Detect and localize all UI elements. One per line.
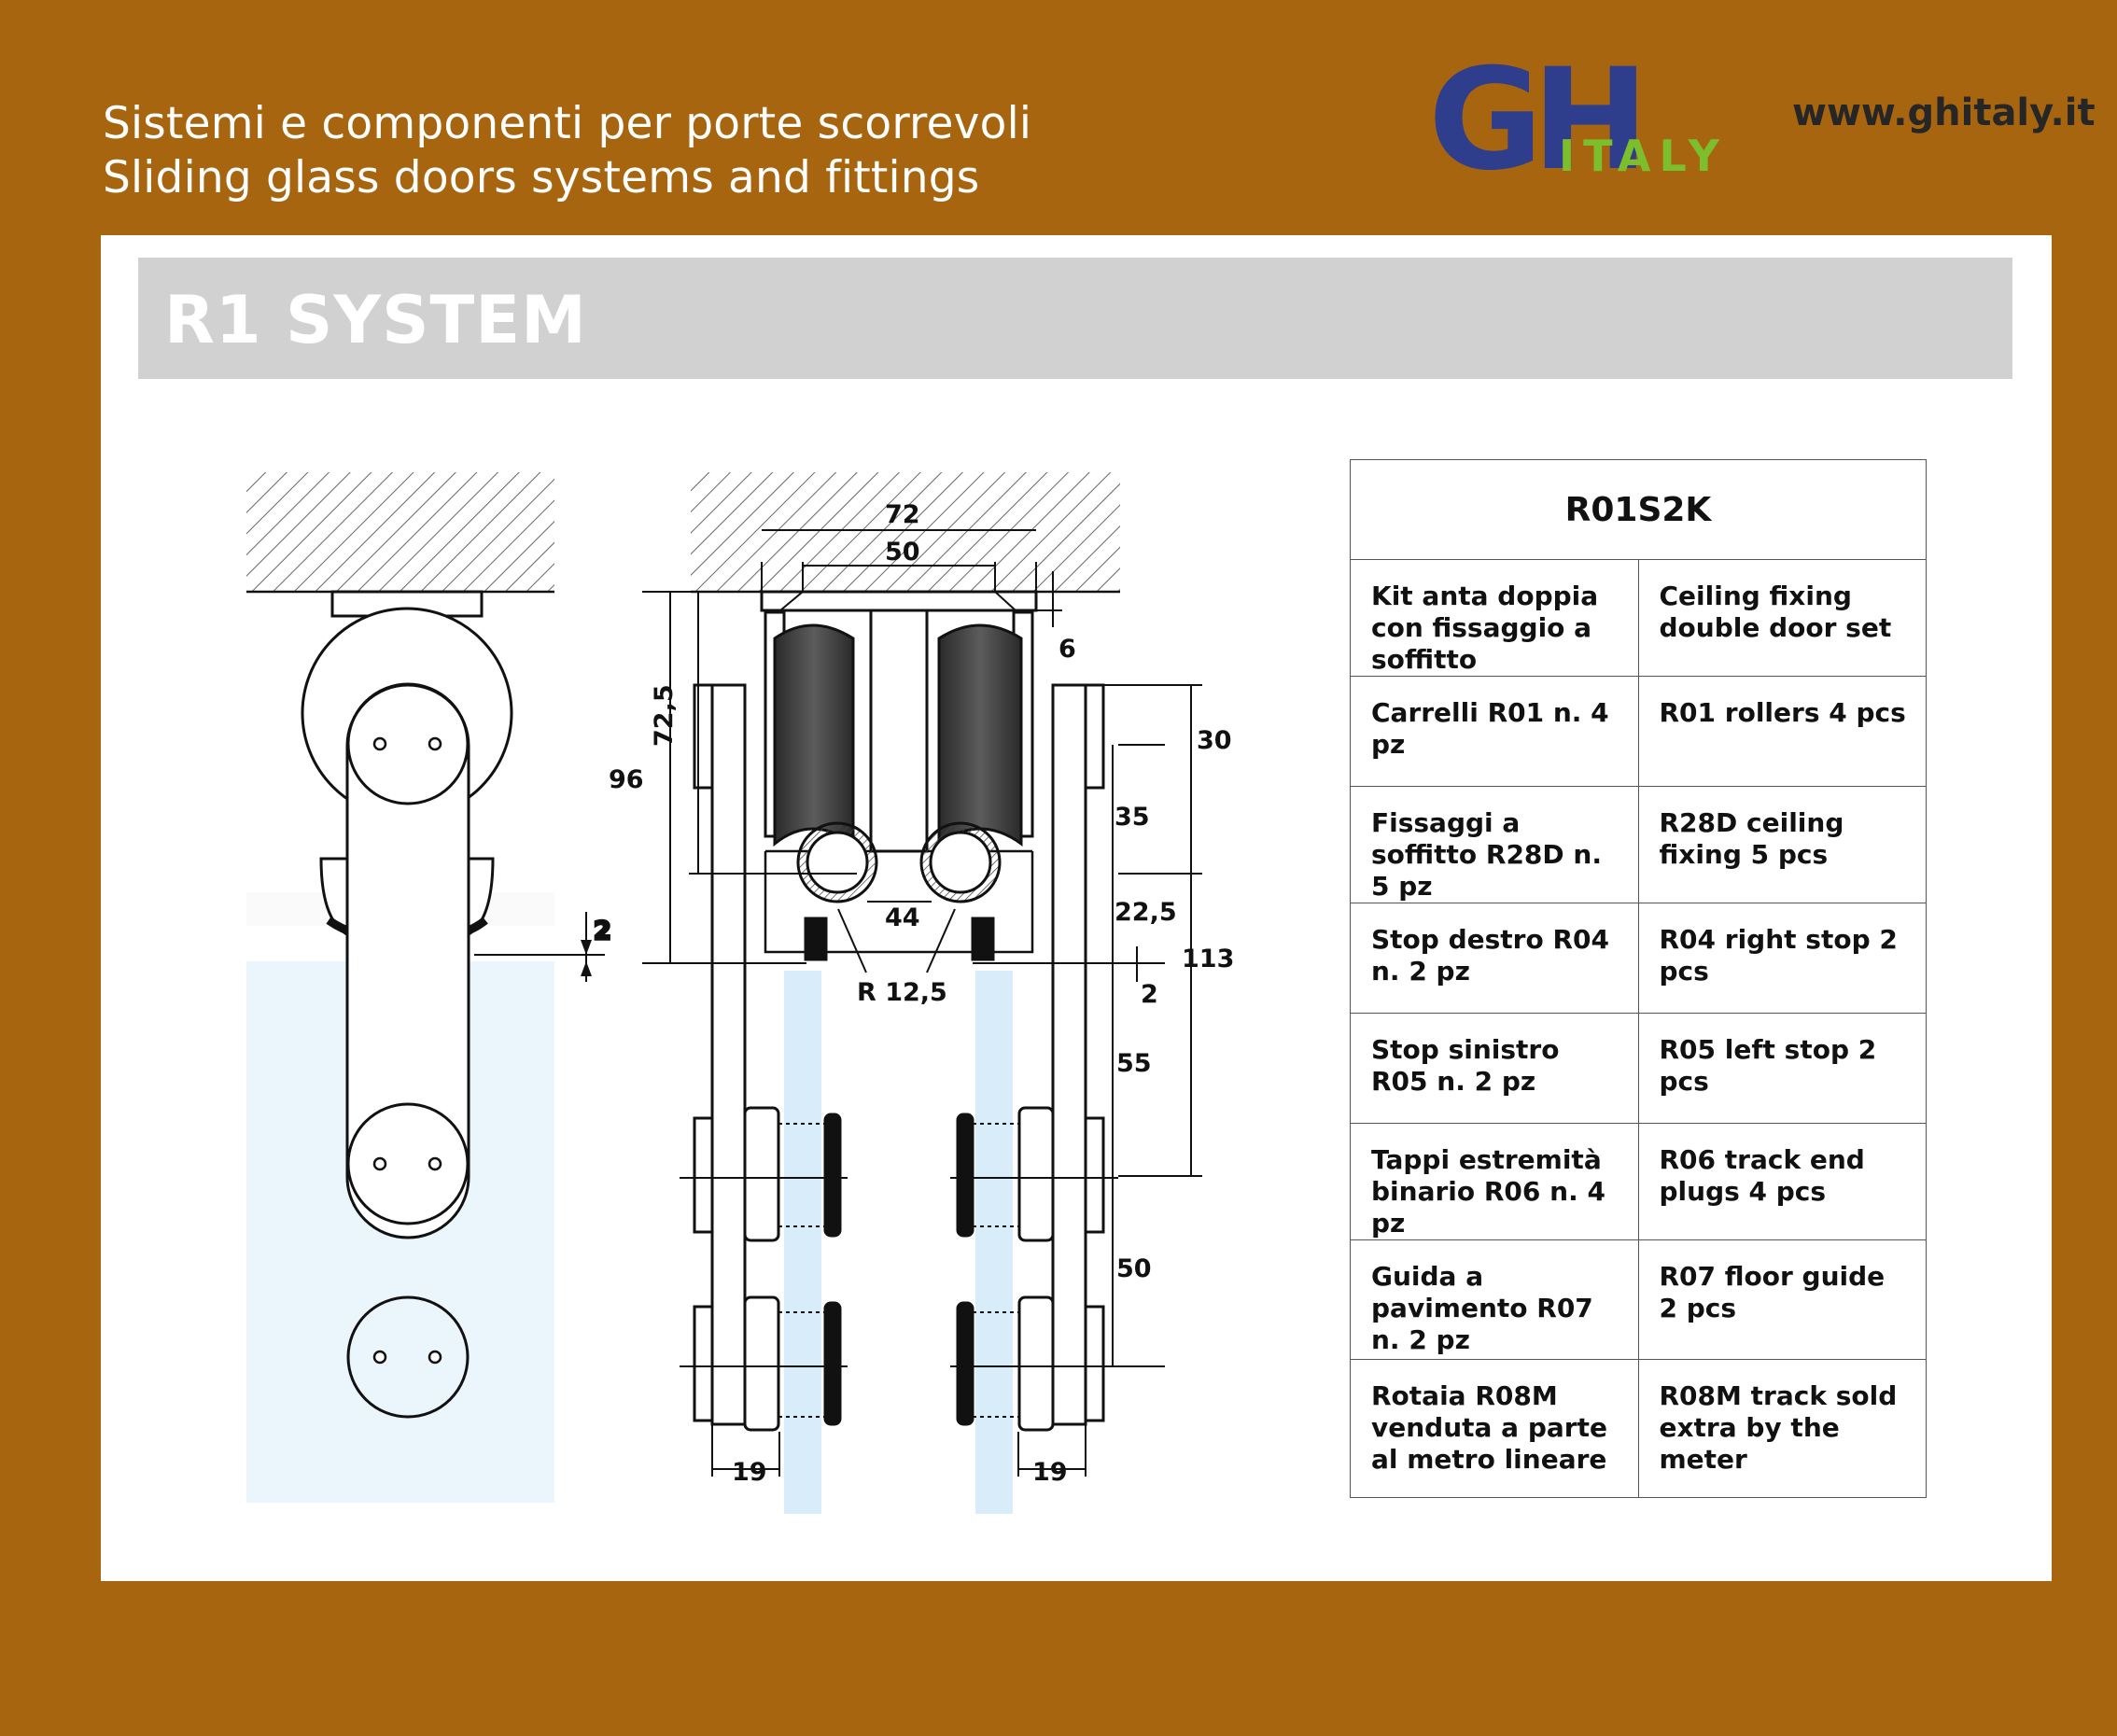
glass-clamp-right (971, 917, 995, 961)
item-english: R05 left stop 2 pcs (1637, 1013, 1927, 1124)
rail-right-inner (929, 831, 992, 894)
dim-50-lower: 50 (1116, 1254, 1152, 1283)
item-italian: Fissaggi a soffitto R28D n. 5 pz (1350, 786, 1639, 903)
item-english: R06 track end plugs 4 pcs (1637, 1123, 1927, 1240)
tagline-italian: Sistemi e componenti per porte scorrevol… (103, 98, 1032, 149)
dim-72: 72 (885, 500, 920, 529)
dim-35: 35 (1115, 803, 1150, 832)
table-row: Stop sinistro R05 n. 2 pz R05 left stop … (1350, 1013, 1927, 1124)
dim-2-left: 2 (594, 917, 611, 945)
dim-72-5: 72,5 (650, 684, 679, 747)
website-link[interactable]: www.ghitaly.it (1792, 91, 2096, 134)
glass-clamp-left (804, 917, 828, 961)
dim-50: 50 (885, 538, 920, 567)
kit-code: R01S2K (1350, 459, 1927, 560)
wheel-left (773, 623, 855, 847)
dim-96: 96 (609, 765, 644, 794)
item-english: R01 rollers 4 pcs (1637, 676, 1927, 787)
ceiling-plate-front (760, 590, 1038, 612)
dim-2-right: 2 (1141, 980, 1158, 1009)
item-italian: Stop sinistro R05 n. 2 pz (1350, 1013, 1639, 1124)
title-bar: R1 SYSTEM (138, 258, 2012, 379)
logo-subtext: ITALY (1559, 131, 1728, 181)
plate-lip-right (1084, 683, 1105, 790)
ghitaly-logo[interactable]: GH ITALY (1428, 51, 1774, 182)
item-italian: Tappi estremità binario R06 n. 4 pz (1350, 1123, 1639, 1240)
dim-19-right: 19 (1032, 1458, 1068, 1487)
page-title: R1 SYSTEM (164, 282, 587, 358)
rail-left-inner (806, 831, 869, 894)
dim-113: 113 (1182, 945, 1234, 973)
item-english: Ceiling fixing double door set (1637, 559, 1927, 677)
table-row: Tappi estremità binario R06 n. 4 pz R06 … (1350, 1123, 1927, 1240)
item-english: R04 right stop 2 pcs (1637, 903, 1927, 1014)
technical-drawing: 2 (246, 472, 1234, 1514)
item-english: R08M track sold extra by the meter (1637, 1359, 1927, 1498)
table-row: Carrelli R01 n. 4 pz R01 rollers 4 pcs (1350, 676, 1927, 787)
ceiling-hatch-right (691, 472, 1120, 592)
wheel-right (937, 623, 1023, 847)
glass-panel-right (975, 971, 1013, 1514)
item-italian: Rotaia R08M venduta a parte al metro lin… (1350, 1359, 1639, 1498)
side-view: 2 (246, 472, 612, 1503)
table-row: Guida a pavimento R07 n. 2 pz R07 floor … (1350, 1239, 1927, 1360)
item-english: R28D ceiling fixing 5 pcs (1637, 786, 1927, 903)
dim-44: 44 (885, 903, 920, 932)
dimension-labels: 72 50 6 72,5 96 30 35 22,5 113 2 44 R 12… (609, 500, 1234, 1487)
item-english: R07 floor guide 2 pcs (1637, 1239, 1927, 1360)
tagline-english: Sliding glass doors systems and fittings (103, 152, 980, 203)
item-italian: Kit anta doppia con fissaggio a soffitto (1350, 559, 1639, 677)
dim-6: 6 (1058, 635, 1076, 664)
item-italian: Stop destro R04 n. 2 pz (1350, 903, 1639, 1014)
hanger-plate-left (710, 683, 747, 1426)
dim-55: 55 (1116, 1049, 1152, 1078)
content-panel: R1 SYSTEM (101, 235, 2052, 1581)
front-view (691, 472, 1120, 1514)
tagline: Sistemi e componenti per porte scorrevol… (103, 97, 1031, 205)
roller-assemblies (693, 1106, 1105, 1432)
dim-r12-5: R 12,5 (857, 978, 947, 1007)
dim-22-5: 22,5 (1115, 898, 1177, 927)
plate-lip-left (693, 683, 714, 790)
table-row: Stop destro R04 n. 2 pz R04 right stop 2… (1350, 903, 1927, 1014)
hanger-post (869, 609, 929, 853)
dim-30: 30 (1197, 726, 1232, 755)
table-row: Fissaggi a soffitto R28D n. 5 pz R28D ce… (1350, 786, 1927, 903)
logo-letters: GH (1428, 51, 1638, 182)
ceiling-hatch-left (246, 472, 554, 592)
table-row: Kit anta doppia con fissaggio a soffitto… (1350, 559, 1927, 677)
dimension-lines (642, 529, 1202, 1477)
screw-holes-side (372, 736, 442, 1365)
dim-19-left: 19 (732, 1458, 767, 1487)
item-italian: Guida a pavimento R07 n. 2 pz (1350, 1239, 1639, 1360)
kit-table: R01S2K Kit anta doppia con fissaggio a s… (1350, 459, 1927, 1498)
hanger-plate-right (1051, 683, 1087, 1426)
item-italian: Carrelli R01 n. 4 pz (1350, 676, 1639, 787)
table-row: Rotaia R08M venduta a parte al metro lin… (1350, 1359, 1927, 1498)
glass-panel-left (784, 971, 821, 1514)
roller-plate-side (345, 683, 470, 1239)
